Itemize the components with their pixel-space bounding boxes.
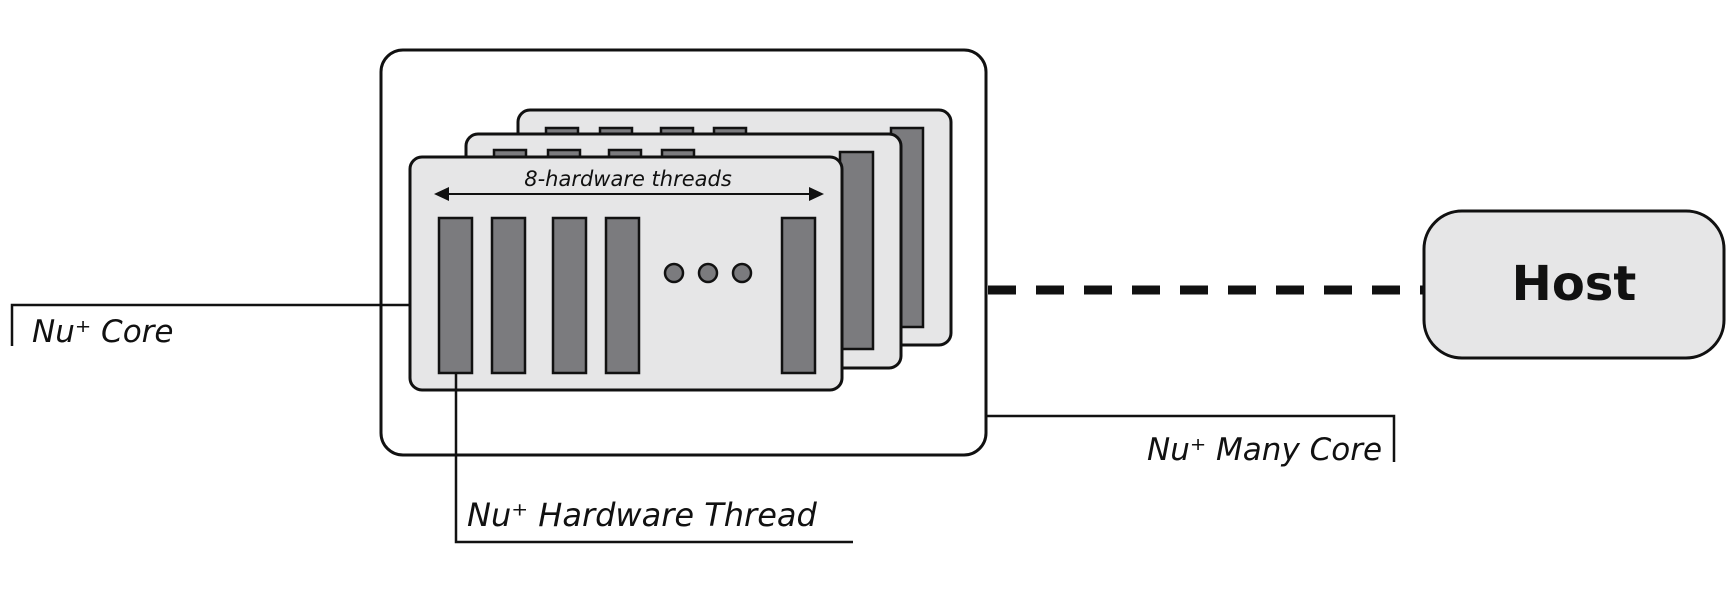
hardware-thread-label: Nu⁺ Hardware Thread [467,496,818,534]
core-label: Nu⁺ Core [32,314,173,350]
arrow-head-left [434,187,449,201]
thread-bar [604,216,641,375]
hardware-thread-leader-line [454,373,853,544]
thread-bar [551,216,588,375]
many-core-label: Nu⁺ Many Core [1147,432,1382,468]
thread-bar [780,216,817,375]
host-box [1422,209,1726,360]
thread-bar [838,150,875,351]
many-core-leader-line [986,414,1396,462]
arrow-head-right [809,187,824,201]
thread-bar [490,216,527,375]
core-leader-line [10,303,410,346]
threads-label: 8-hardware threads [524,167,732,191]
thread-bar [437,216,474,375]
core-card-front: 8-hardware threads [408,155,844,392]
ellipsis-dot [697,262,719,284]
host-label: Host [1512,256,1637,312]
ellipsis-dot [731,262,753,284]
ellipsis-dot [663,262,685,284]
